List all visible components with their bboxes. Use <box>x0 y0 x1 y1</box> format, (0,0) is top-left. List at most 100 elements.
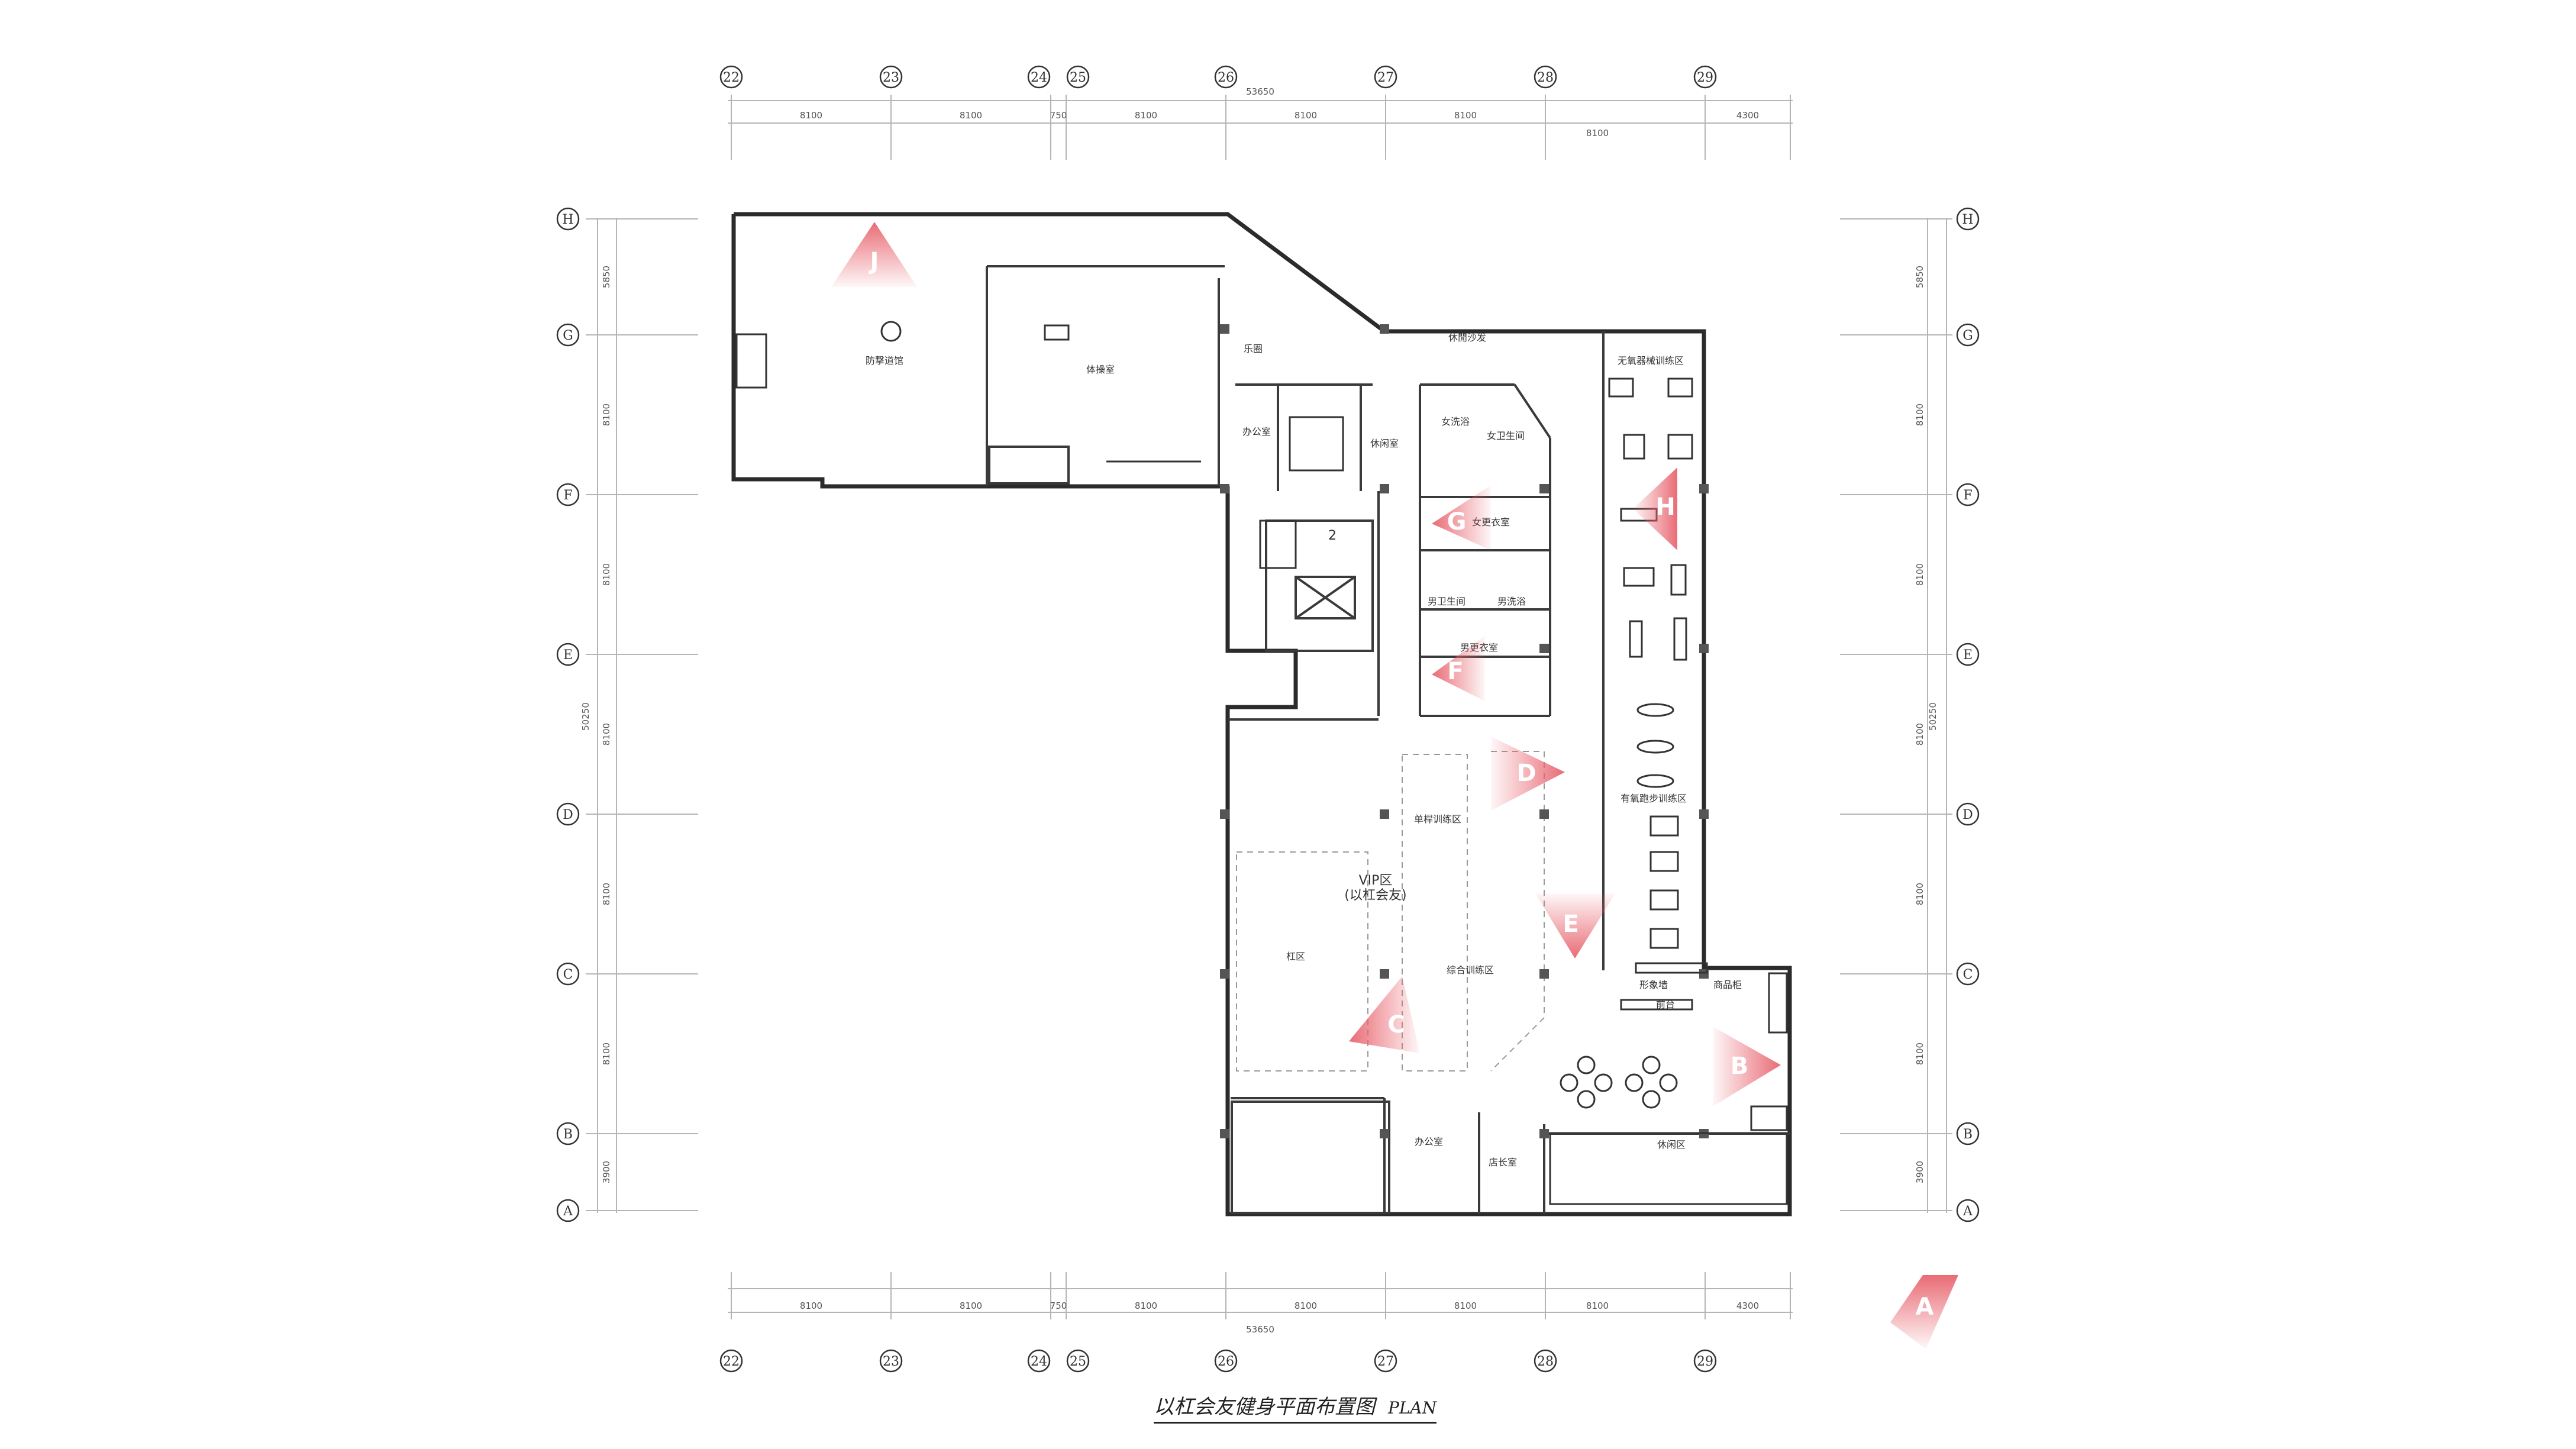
room-label: 男卫生间 <box>1428 596 1465 607</box>
view-marker: F <box>1447 658 1463 685</box>
view-marker: C <box>1387 1011 1405 1038</box>
svg-text:750: 750 <box>1050 1300 1067 1311</box>
room-label: 休闲区 <box>1657 1139 1686 1150</box>
svg-text:8100: 8100 <box>1915 563 1925 586</box>
view-marker: J <box>869 248 879 275</box>
svg-text:8100: 8100 <box>1454 110 1477 121</box>
svg-text:750: 750 <box>1050 110 1067 121</box>
col-label: 28 <box>1537 70 1554 85</box>
room-label: VIP区 <box>1359 873 1393 888</box>
dimension-labels: 53650 8100 8100 750 8100 8100 8100 4300 … <box>580 86 1938 1335</box>
row-label: A <box>1962 1204 1973 1219</box>
room-label: 休闲室 <box>1370 438 1399 449</box>
col-label: 24 <box>1031 1354 1047 1369</box>
col-label: 29 <box>1697 1354 1713 1369</box>
svg-text:4300: 4300 <box>1736 110 1759 121</box>
row-label: D <box>1962 808 1973 822</box>
svg-text:3900: 3900 <box>1915 1161 1925 1183</box>
view-markers: A B C D E F G H J <box>831 222 1958 1349</box>
svg-text:8100: 8100 <box>1915 1043 1925 1065</box>
row-label: A <box>563 1204 573 1219</box>
room-label: 办公室 <box>1415 1136 1443 1147</box>
view-marker: B <box>1731 1053 1749 1080</box>
room-label: 无氧器械训练区 <box>1618 355 1684 366</box>
room-label: 办公室 <box>1242 426 1271 437</box>
row-label: G <box>1962 328 1973 343</box>
row-label: C <box>1963 967 1973 982</box>
col-label: 23 <box>883 1354 899 1369</box>
svg-text:8100: 8100 <box>601 883 612 905</box>
svg-text:4300: 4300 <box>1736 1300 1759 1311</box>
svg-text:8100: 8100 <box>800 110 822 121</box>
view-marker: E <box>1563 911 1578 938</box>
title-en: PLAN <box>1388 1398 1437 1418</box>
svg-text:8100: 8100 <box>1295 110 1317 121</box>
room-label: 综合训练区 <box>1447 964 1494 976</box>
interior-walls <box>986 265 1790 1214</box>
svg-text:5850: 5850 <box>1915 266 1925 288</box>
svg-text:5850: 5850 <box>601 266 612 288</box>
svg-text:8100: 8100 <box>1915 723 1925 746</box>
col-label: 26 <box>1218 1354 1234 1369</box>
svg-text:8100: 8100 <box>960 1300 982 1311</box>
svg-text:8100: 8100 <box>601 404 612 426</box>
row-label: C <box>563 967 573 982</box>
row-label: G <box>563 328 573 343</box>
svg-text:3900: 3900 <box>601 1161 612 1183</box>
room-label: 女卫生间 <box>1487 430 1525 441</box>
svg-text:8100: 8100 <box>1915 404 1925 426</box>
view-marker: D <box>1516 760 1536 787</box>
row-label: D <box>563 808 573 822</box>
svg-text:8100: 8100 <box>960 110 982 121</box>
row-label: H <box>1962 212 1973 227</box>
room-label: 乐圈 <box>1244 343 1263 354</box>
row-label: E <box>563 648 573 663</box>
room-label: 防撃道馆 <box>866 355 903 366</box>
gym-equipment <box>735 321 1788 1205</box>
room-label: 休閒沙发 <box>1448 332 1486 343</box>
row-label: B <box>563 1127 573 1142</box>
col-label: 25 <box>1070 1354 1086 1369</box>
svg-text:8100: 8100 <box>601 563 612 586</box>
dim-total: 53650 <box>1246 86 1274 97</box>
svg-text:8100: 8100 <box>1135 1300 1157 1311</box>
structural-columns <box>1220 324 1709 1138</box>
svg-text:8100: 8100 <box>1915 883 1925 905</box>
col-label: 23 <box>883 70 899 85</box>
room-label: 商品柜 <box>1713 979 1742 990</box>
view-marker: G <box>1447 508 1467 535</box>
room-label: 体操室 <box>1086 364 1115 375</box>
svg-text:8100: 8100 <box>1295 1300 1317 1311</box>
svg-text:8100: 8100 <box>1135 110 1157 121</box>
col-label: 26 <box>1218 70 1234 85</box>
room-label: 2 <box>1328 528 1337 543</box>
room-label: 女洗浴 <box>1441 416 1470 427</box>
svg-text:8100: 8100 <box>800 1300 822 1311</box>
room-label: 形象墙 <box>1639 979 1668 990</box>
room-label: (以杠会友) <box>1344 888 1406 903</box>
col-label: 25 <box>1070 70 1086 85</box>
dim-total: 50250 <box>1928 702 1938 731</box>
drawing-title: 以杠会友健身平面布置图 PLAN <box>1154 1390 1437 1424</box>
row-label: B <box>1963 1127 1973 1142</box>
row-label: E <box>1963 648 1973 663</box>
view-marker: H <box>1655 493 1675 521</box>
grid-lines <box>586 95 1952 1319</box>
row-label: H <box>562 212 573 227</box>
col-label: 24 <box>1031 70 1047 85</box>
room-labels: 防撃道馆 体操室 乐圈 休閒沙发 办公室 休闲室 女洗浴 女卫生间 女更衣室 男… <box>866 332 1742 1168</box>
svg-text:8100: 8100 <box>601 723 612 746</box>
row-label: F <box>563 488 572 503</box>
svg-text:8100: 8100 <box>1454 1300 1477 1311</box>
svg-text:8100: 8100 <box>601 1043 612 1065</box>
room-label: 店长室 <box>1489 1157 1517 1168</box>
col-label: 27 <box>1377 70 1394 85</box>
dim-total: 53650 <box>1246 1324 1274 1335</box>
col-label: 29 <box>1697 70 1713 85</box>
row-label: F <box>1963 488 1972 503</box>
col-label: 27 <box>1377 1354 1394 1369</box>
col-label: 22 <box>723 70 740 85</box>
svg-text:8100: 8100 <box>1586 1300 1609 1311</box>
title-cn: 以杠会友健身平面布置图 <box>1154 1395 1375 1419</box>
